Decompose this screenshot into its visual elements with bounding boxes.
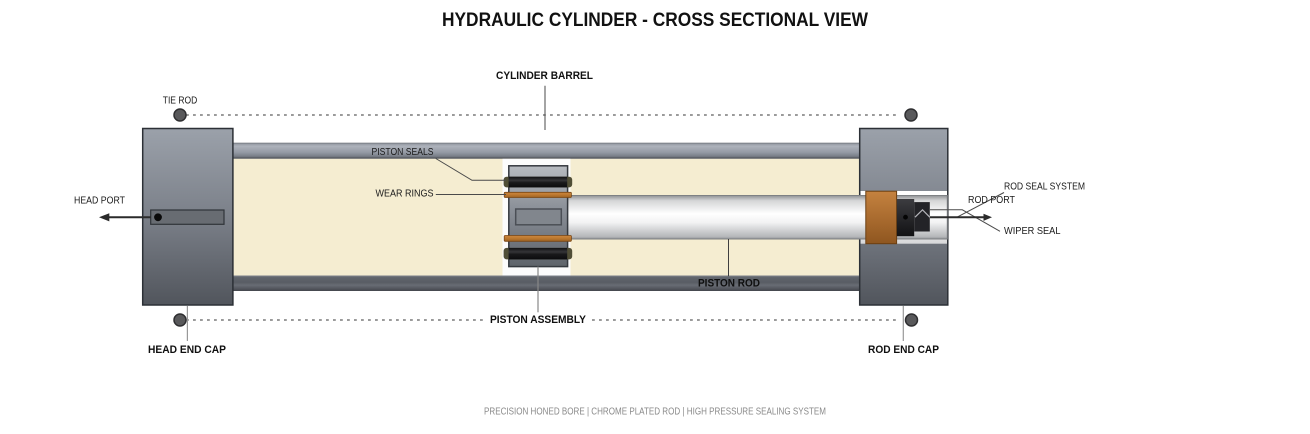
svg-text:PISTON SEALS: PISTON SEALS bbox=[372, 147, 434, 158]
svg-text:HEAD PORT: HEAD PORT bbox=[74, 195, 125, 206]
svg-text:PISTON ROD: PISTON ROD bbox=[698, 278, 760, 290]
svg-text:WIPER SEAL: WIPER SEAL bbox=[1004, 226, 1061, 237]
svg-text:ROD SEAL SYSTEM: ROD SEAL SYSTEM bbox=[1004, 182, 1085, 193]
svg-text:WEAR RINGS: WEAR RINGS bbox=[376, 189, 434, 200]
svg-text:HEAD END CAP: HEAD END CAP bbox=[148, 344, 226, 356]
svg-text:ROD END CAP: ROD END CAP bbox=[868, 344, 939, 356]
svg-text:CYLINDER BARREL: CYLINDER BARREL bbox=[496, 70, 593, 82]
svg-text:PRECISION HONED BORE | CHROME: PRECISION HONED BORE | CHROME PLATED ROD… bbox=[484, 407, 826, 418]
svg-text:HYDRAULIC CYLINDER - CROSS SEC: HYDRAULIC CYLINDER - CROSS SECTIONAL VIE… bbox=[442, 10, 868, 31]
svg-text:TIE ROD: TIE ROD bbox=[163, 95, 198, 106]
svg-text:PISTON ASSEMBLY: PISTON ASSEMBLY bbox=[490, 314, 587, 326]
svg-text:ROD PORT: ROD PORT bbox=[968, 195, 1015, 206]
